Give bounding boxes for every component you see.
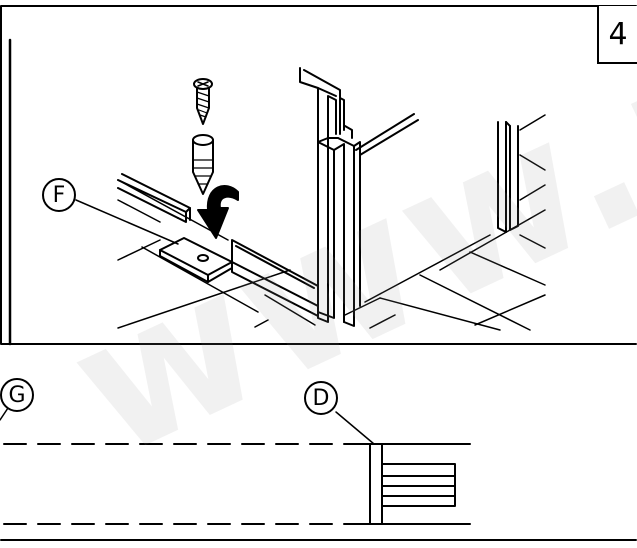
profile-part-d: [369, 443, 456, 525]
section-view-panel: [0, 407, 471, 525]
step-number: 4: [608, 16, 628, 52]
callout-g-label: G: [8, 382, 26, 408]
top-view-panel: [75, 67, 546, 331]
callout-f-label: F: [52, 182, 66, 208]
wall-plug: [192, 134, 214, 195]
callout-g: G: [0, 378, 34, 412]
end-cap-part-f: [159, 237, 233, 283]
rotation-arrow: [197, 185, 239, 239]
callout-d: D: [304, 381, 338, 415]
screw: [193, 78, 213, 125]
wall-profile-right: [497, 121, 519, 233]
step-number-box: 4: [597, 6, 637, 64]
callout-d-label: D: [312, 385, 330, 411]
bottom-track-rail: [117, 173, 191, 223]
callout-d-leader: [335, 411, 375, 445]
corner-profile: [299, 67, 419, 327]
frame-border: [0, 5, 637, 541]
callout-f: F: [42, 178, 76, 212]
callout-g-leader: [0, 407, 9, 421]
callout-f-leader: [75, 199, 179, 245]
floor-grid: [117, 114, 546, 331]
